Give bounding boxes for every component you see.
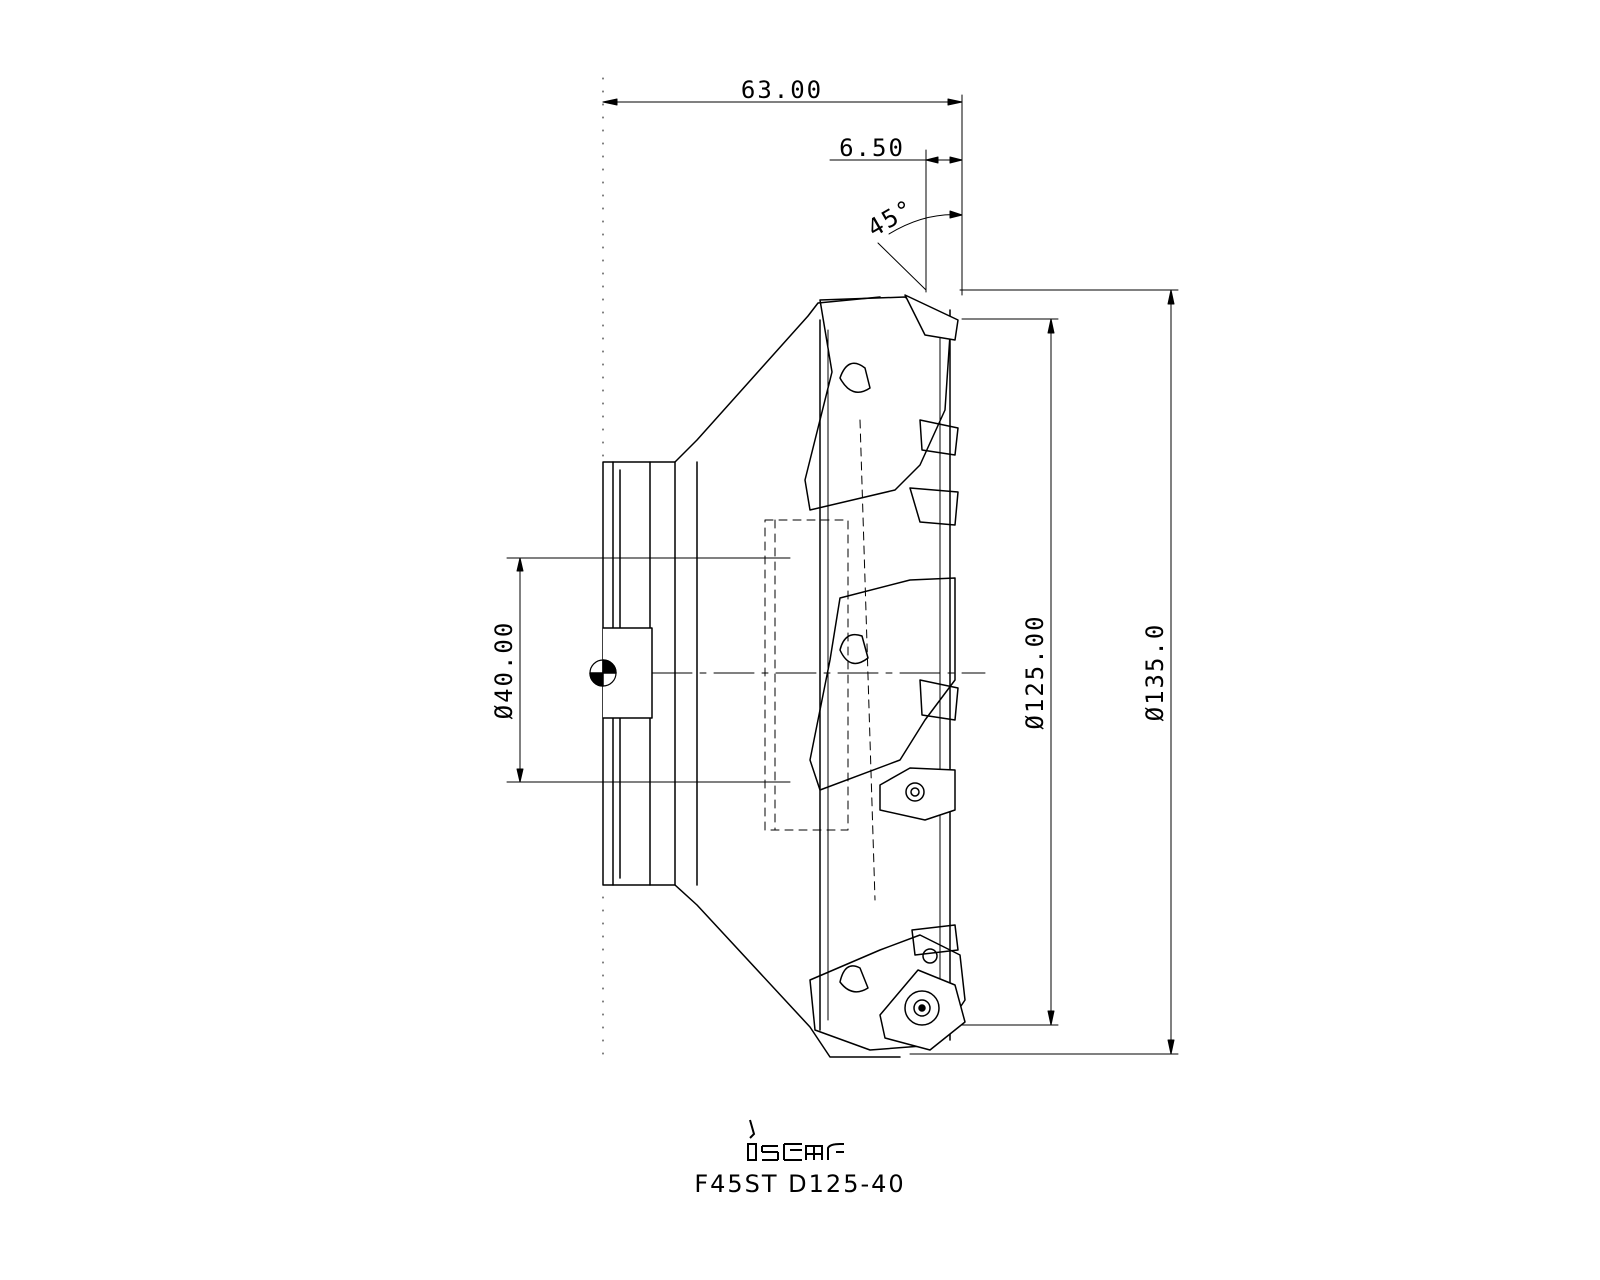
dim-max-diameter: Ø135.0 — [1141, 623, 1169, 722]
dim-lead-angle: 45° — [863, 194, 920, 243]
dim-overall-length: 63.00 — [741, 76, 823, 104]
tool-body — [602, 296, 951, 1058]
dimension-lines — [506, 77, 1179, 1061]
hidden-bore — [764, 419, 876, 901]
model-designation: F45ST D125-40 — [694, 1170, 906, 1198]
dim-bore-diameter: Ø40.00 — [490, 621, 518, 720]
insert-pockets — [804, 294, 966, 1051]
iscar-logo-icon — [747, 1119, 844, 1161]
dim-cutting-diameter: Ø125.00 — [1021, 614, 1049, 729]
center-mark-icon — [589, 659, 617, 687]
dim-chamfer-width: 6.50 — [839, 134, 905, 162]
